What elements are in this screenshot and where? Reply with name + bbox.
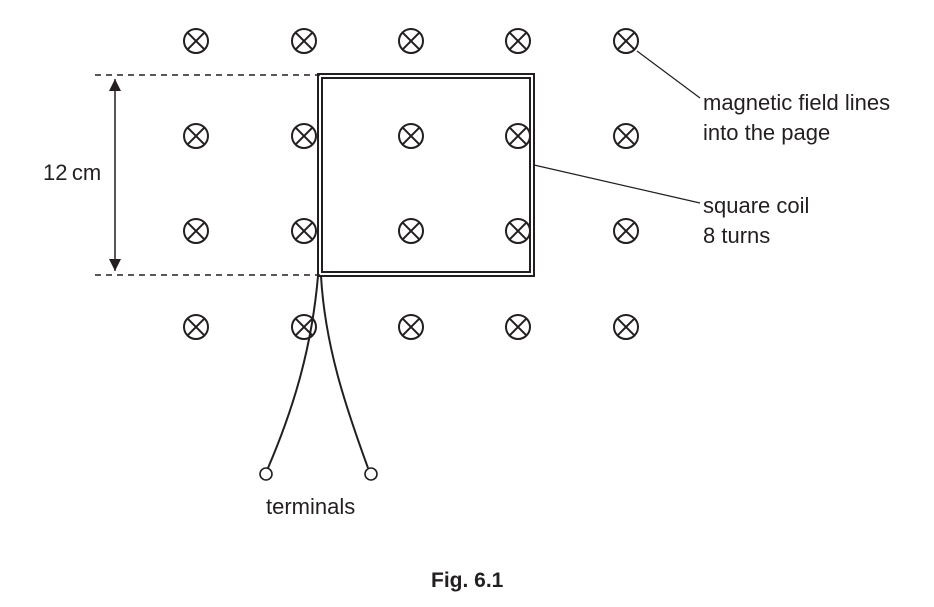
magnetic-field-symbols (183, 28, 639, 340)
cross-in-circle-icon (505, 218, 531, 244)
cross-in-circle-icon (291, 123, 317, 149)
terminal-lead-left (267, 275, 319, 469)
cross-in-circle-icon (398, 28, 424, 54)
cross-in-circle-icon (505, 123, 531, 149)
terminal-lead-right (320, 275, 369, 469)
dimension-label: 12 cm (43, 160, 101, 185)
terminals-label: terminals (266, 494, 355, 519)
square-coil-inner (321, 77, 531, 273)
cross-in-circle-icon (398, 123, 424, 149)
cross-in-circle-icon (613, 123, 639, 149)
figure-caption: Fig. 6.1 (431, 569, 504, 592)
cross-in-circle-icon (398, 314, 424, 340)
field-label-line2: into the page (703, 120, 830, 145)
cross-in-circle-icon (183, 314, 209, 340)
cross-in-circle-icon (613, 218, 639, 244)
cross-in-circle-icon (183, 123, 209, 149)
cross-in-circle-icon (613, 28, 639, 54)
cross-in-circle-icon (291, 28, 317, 54)
cross-in-circle-icon (505, 28, 531, 54)
field-label-leader-line (636, 50, 701, 99)
coil-label-line1: square coil (703, 193, 809, 218)
cross-in-circle-icon (291, 218, 317, 244)
coil-label-line2: 8 turns (703, 223, 770, 248)
cross-in-circle-icon (183, 28, 209, 54)
cross-in-circle-icon (613, 314, 639, 340)
field-label-line1: magnetic field lines (703, 90, 890, 115)
cross-in-circle-icon (398, 218, 424, 244)
coil-label-leader-line (533, 164, 701, 204)
cross-in-circle-icon (505, 314, 531, 340)
cross-in-circle-icon (183, 218, 209, 244)
terminal-right (364, 467, 378, 481)
square-coil-outer (317, 73, 535, 277)
terminal-left (259, 467, 273, 481)
